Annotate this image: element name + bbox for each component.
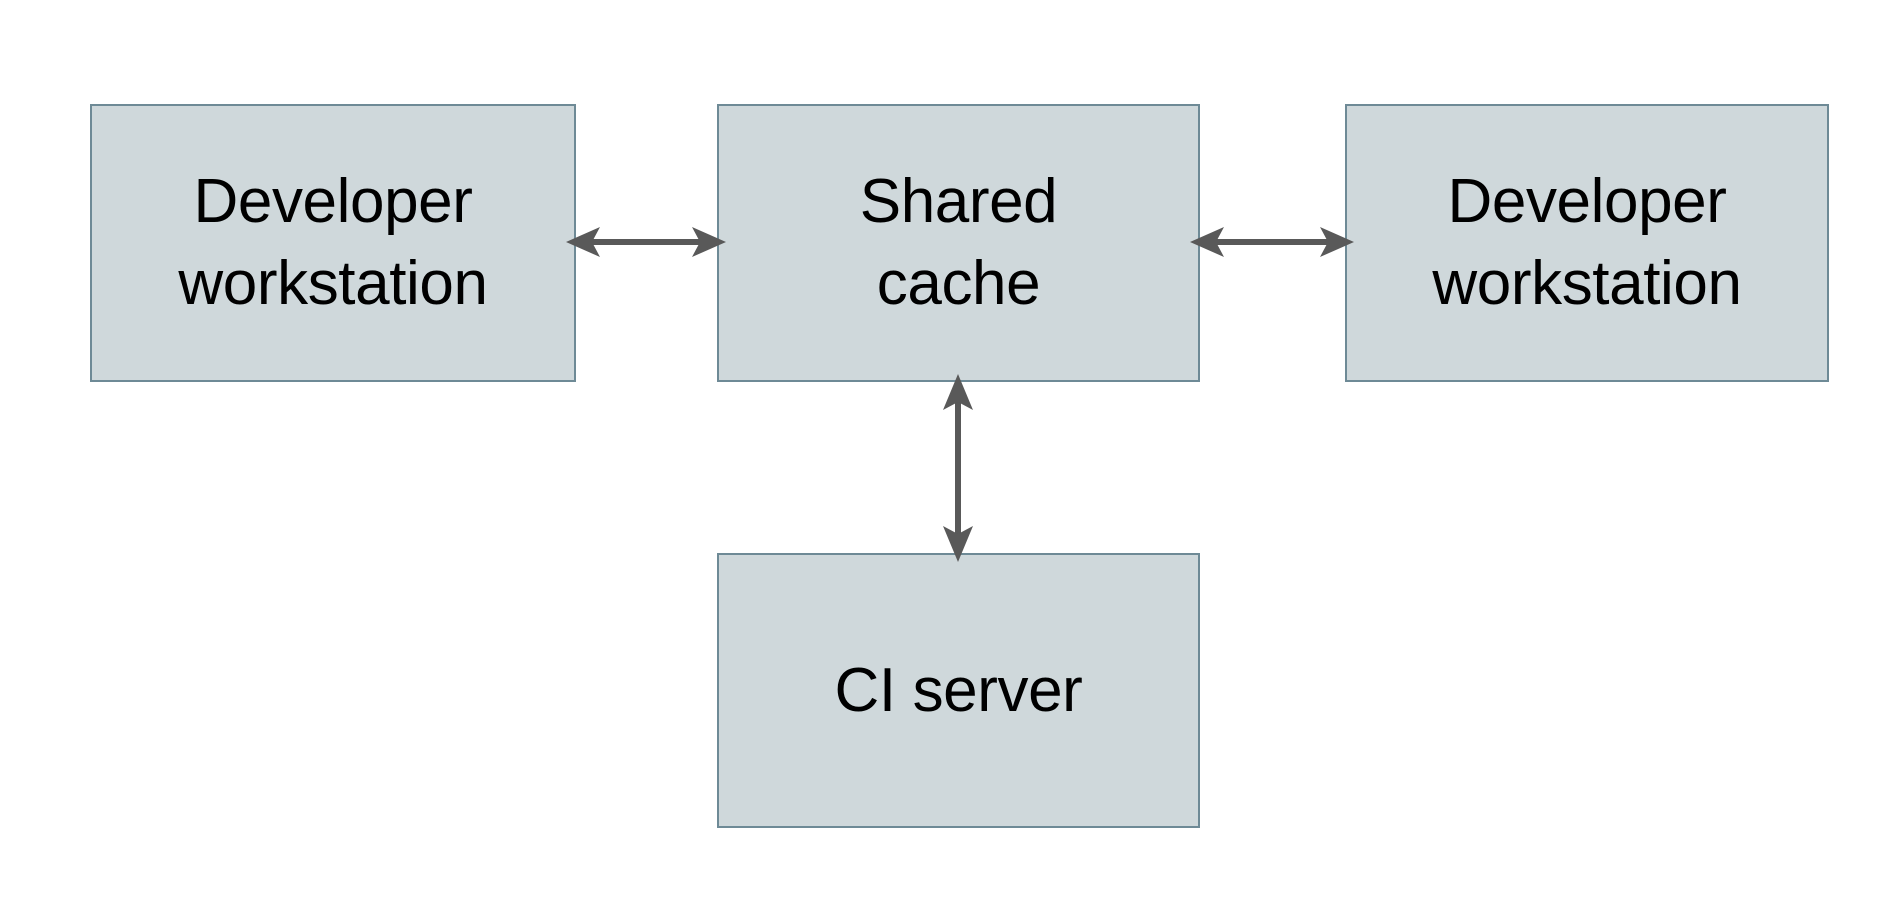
bidirectional-arrow-icon xyxy=(566,227,726,257)
node-label: Shared cache xyxy=(859,167,1058,318)
node-shared-cache[interactable]: Shared cache xyxy=(717,104,1200,382)
node-developer-workstation-right[interactable]: Developer workstation xyxy=(1345,104,1829,382)
node-developer-workstation-left[interactable]: Developer workstation xyxy=(90,104,576,382)
edge-shared-cache-to-developer-workstation-right xyxy=(1190,202,1354,282)
node-label: CI server xyxy=(834,655,1083,725)
edge-developer-workstation-left-to-shared-cache xyxy=(566,202,726,282)
node-label: Developer workstation xyxy=(1432,167,1742,318)
edge-shared-cache-to-ci-server xyxy=(918,374,998,562)
node-label: Developer workstation xyxy=(178,167,488,318)
node-ci-server[interactable]: CI server xyxy=(717,553,1200,828)
bidirectional-arrow-icon xyxy=(1190,227,1354,257)
bidirectional-arrow-icon xyxy=(943,374,973,562)
